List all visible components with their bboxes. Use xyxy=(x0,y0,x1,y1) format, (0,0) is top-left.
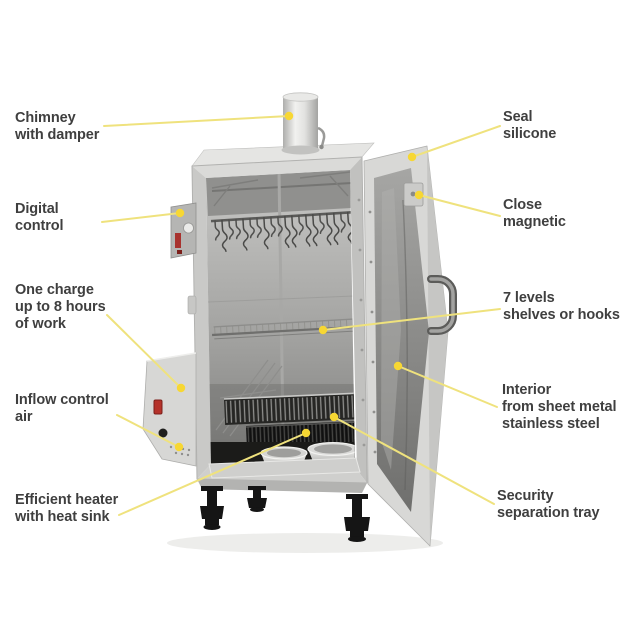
callout-security-dot xyxy=(329,412,339,422)
feature-label-inflow-control: Inflow control air xyxy=(15,392,109,425)
ground-shadow xyxy=(167,533,443,553)
feature-label-efficient-heater: Efficient heater with heat sink xyxy=(15,492,119,525)
door-handle xyxy=(427,275,457,335)
callout-seal-line xyxy=(411,125,501,158)
callout-heater-dot xyxy=(301,428,311,438)
feature-label-chimney: Chimney with damper xyxy=(15,110,100,143)
air-knob xyxy=(158,428,168,438)
callout-dots xyxy=(174,111,424,452)
feature-label-one-charge: One charge up to 8 hours of work xyxy=(15,282,106,332)
callout-chimney-dot xyxy=(284,111,294,121)
door-screws xyxy=(368,210,377,454)
callouts xyxy=(101,115,501,516)
callout-interior-dot xyxy=(393,361,403,371)
cabinet-body xyxy=(187,156,368,493)
callout-inflow-dot xyxy=(174,442,184,452)
callout-one-charge-line xyxy=(106,314,182,389)
feature-label-digital-control: Digital control xyxy=(15,201,64,234)
control-display xyxy=(175,233,181,248)
frame-screws xyxy=(357,198,366,447)
callout-close-dot xyxy=(414,190,424,200)
interior-cavity xyxy=(206,170,366,479)
adjustable-feet xyxy=(200,486,370,542)
chimney xyxy=(281,92,326,155)
callout-inflow-line xyxy=(116,414,180,448)
digital-control-panel xyxy=(170,202,197,259)
callout-levels-dot xyxy=(318,325,328,335)
feature-label-interior: Interior from sheet metal stainless stee… xyxy=(502,382,617,432)
door xyxy=(363,145,457,547)
damper-handle-icon xyxy=(317,126,326,150)
callout-seal-dot xyxy=(407,152,417,162)
callout-security-line xyxy=(333,416,495,505)
feature-label-security-tray: Security separation tray xyxy=(497,488,600,521)
feature-label-close-magnetic: Close magnetic xyxy=(503,197,566,230)
cabinet-underside xyxy=(197,479,367,493)
power-switch xyxy=(153,399,163,415)
callout-digital-dot xyxy=(175,208,185,218)
feature-label-seal-silicone: Seal silicone xyxy=(503,109,557,142)
callout-levels-line xyxy=(322,308,501,331)
left-hinge-tab xyxy=(187,295,197,315)
feature-label-seven-levels: 7 levels shelves or hooks xyxy=(503,290,620,323)
callout-digital-line xyxy=(101,212,181,223)
bottom-sill xyxy=(208,457,361,479)
separation-tray xyxy=(223,392,355,425)
hooks-rail xyxy=(210,210,355,253)
door-liner xyxy=(374,168,429,512)
side-compartment xyxy=(142,352,197,467)
callout-chimney-line xyxy=(103,115,290,127)
callout-one-charge-dot xyxy=(176,383,186,393)
callout-close-line xyxy=(418,194,501,217)
callout-heater-line xyxy=(118,432,307,516)
callout-interior-line xyxy=(397,365,498,408)
